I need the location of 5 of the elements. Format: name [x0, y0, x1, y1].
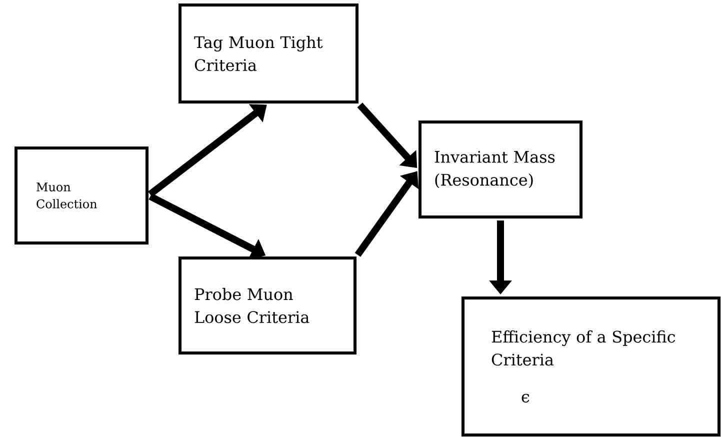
process-box: Efficiency of a Specific Criteria ϵ [462, 296, 720, 436]
process-box: Invariant Mass (Resonance) [418, 120, 582, 218]
process-box: Tag Muon Tight Criteria [178, 4, 358, 104]
process-box: Probe Muon Loose Criteria [178, 256, 356, 354]
process-box: Muon Collection [14, 146, 148, 244]
